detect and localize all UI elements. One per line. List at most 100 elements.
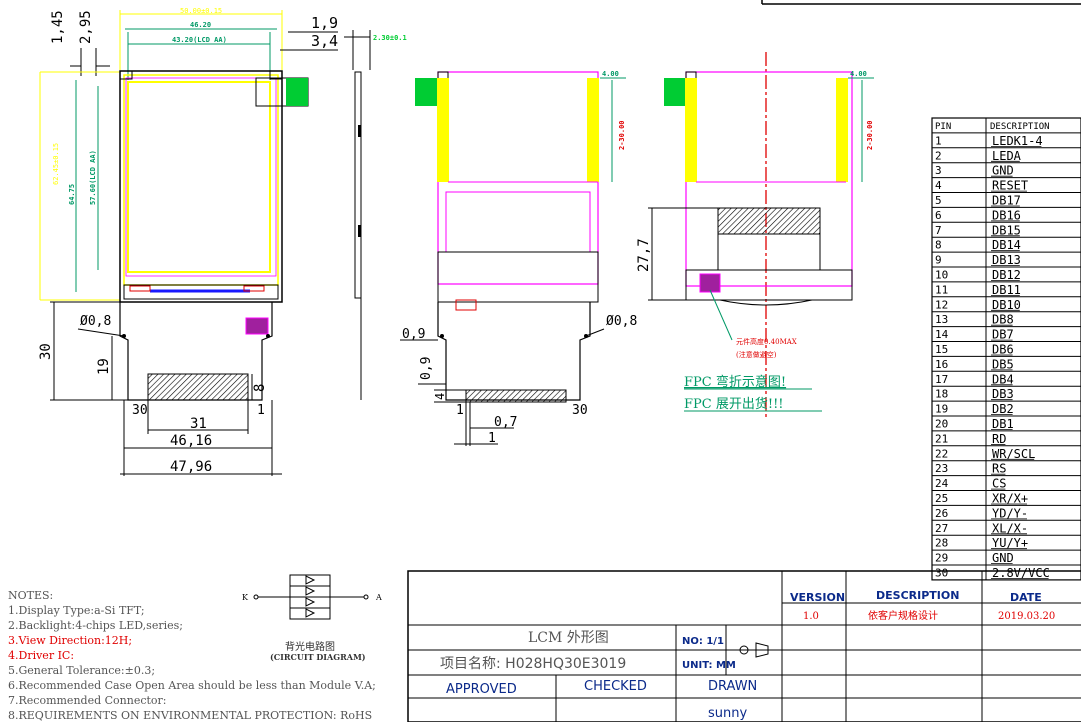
circuit-a: A — [375, 593, 382, 602]
dim-46: 46,16 — [170, 433, 212, 449]
green-tab — [286, 78, 308, 106]
dim-4-back: 4.00 — [602, 70, 619, 78]
pin-number: 1 — [935, 134, 942, 147]
glass-outline — [123, 74, 279, 286]
pin-number: 4 — [935, 179, 942, 192]
pin-description: DB13 — [992, 253, 1021, 267]
front-view: 1,45 2,95 50.00±0.15 46.20 43.20(LCD AA)… — [38, 7, 407, 476]
pin-number: 22 — [935, 447, 948, 460]
dim-27-7: 27,7 — [636, 238, 652, 272]
active-area — [127, 81, 271, 273]
dim-pitch-back: 2-30.00 — [618, 120, 626, 150]
dim-pitch-side: 2-30.00 — [866, 120, 874, 150]
pin-number: 10 — [935, 269, 948, 282]
drawing-name: LCM 外形图 — [528, 630, 609, 646]
fpc-contacts — [147, 373, 249, 401]
version-value: 1.0 — [803, 611, 819, 622]
dim-fpc-19: 19 — [96, 358, 112, 375]
pin-description: DB11 — [992, 283, 1021, 297]
dim-47: 47,96 — [170, 459, 212, 475]
pin-description: DB4 — [992, 372, 1014, 386]
pin-number: 2 — [935, 149, 942, 162]
pin-1-label: 1 — [257, 403, 265, 418]
pin-description: DB16 — [992, 208, 1021, 222]
pin-description: DB10 — [992, 298, 1021, 312]
dim-fpc-h: 30 — [38, 343, 54, 360]
pin-number: 7 — [935, 224, 942, 237]
note-1: 1.Display Type:a-Si TFT; — [8, 604, 145, 617]
dim-1-9: 1,9 — [311, 14, 338, 32]
dim-outline-w: 50.00±0.15 — [180, 7, 222, 15]
pin-number: 15 — [935, 343, 948, 356]
dim-1-45: 1,45 — [50, 10, 66, 44]
pin-number: 12 — [935, 298, 948, 311]
notes: NOTES: 1.Display Type:a-Si TFT; 2.Backli… — [8, 589, 376, 722]
pin-1-back: 1 — [456, 403, 464, 418]
pin-30-back: 30 — [572, 403, 588, 418]
pin-number: 21 — [935, 432, 948, 445]
pin-number: 14 — [935, 328, 949, 341]
pin-number: 23 — [935, 462, 948, 475]
fpc-contacts-back — [465, 389, 567, 403]
pin-description: DB14 — [992, 238, 1021, 252]
dim-4-fpc: 4 — [433, 393, 447, 400]
pin-number: 8 — [935, 239, 942, 252]
pin-description: YD/Y- — [992, 506, 1028, 520]
back-view: 4.00 2-30.00 Ø0,8 0,9 0,9 4 1 30 0,7 1 — [400, 70, 637, 446]
pin-description: DB15 — [992, 223, 1021, 237]
pin-description: YU/Y+ — [992, 536, 1028, 550]
led-icon — [305, 597, 316, 607]
led-icon — [305, 575, 316, 585]
note-5: 5.General Tolerance:±0.3; — [8, 664, 155, 677]
note-7: 7.Recommended Connector: — [8, 694, 167, 707]
pin-description: WR/SCL — [992, 447, 1035, 461]
pin-description: RESET — [992, 179, 1028, 193]
pin-description: DB6 — [992, 343, 1014, 357]
circuit-title-en: (CIRCUIT DIAGRAM) — [270, 652, 366, 662]
pin-description: GND — [992, 164, 1014, 178]
led-icon — [305, 608, 316, 618]
note-6: 6.Recommended Case Open Area should be l… — [8, 679, 376, 692]
note-3: 3.View Direction:12H; — [8, 634, 132, 647]
title-block — [407, 570, 1081, 722]
pin-number: 3 — [935, 164, 942, 177]
pin-description: 2.8V/VCC — [992, 566, 1050, 580]
circuit-k: K — [242, 593, 249, 602]
pin-number: 13 — [935, 313, 948, 326]
led-icon — [305, 586, 316, 596]
pin-number: 27 — [935, 522, 948, 535]
sheet-no: NO: 1/1 — [682, 636, 724, 647]
drawn-label: DRAWN — [708, 679, 757, 694]
pin-description: DB3 — [992, 387, 1014, 401]
description-value: 依客户规格设计 — [868, 609, 938, 622]
pin-number: 6 — [935, 209, 942, 222]
date-header: DATE — [1010, 591, 1042, 604]
yellow-strip-left — [437, 78, 449, 182]
dim-1-back: 1 — [488, 431, 496, 446]
note-avoid: (注意做避空) — [736, 350, 777, 359]
pin-description: DB7 — [992, 328, 1014, 342]
pin-description: CS — [992, 477, 1006, 491]
pin-number: 28 — [935, 537, 948, 550]
pin-number: 25 — [935, 492, 948, 505]
dim-outline-h: 62.45±0.15 — [52, 143, 60, 185]
pin-number: 9 — [935, 254, 942, 267]
note-8: 8.REQUIREMENTS ON ENVIRONMENTAL PROTECTI… — [8, 709, 372, 722]
description-header: DESCRIPTION — [876, 589, 959, 602]
dim-09-b: 0,9 — [419, 357, 434, 380]
pin-number: 19 — [935, 403, 948, 416]
side-view: 4.00 2-30.00 27,7 元件高度0.40MAX (注意做避空) FP… — [636, 52, 874, 420]
pin-description: XL/X- — [992, 521, 1028, 535]
notes-title: NOTES: — [8, 589, 53, 602]
fpc-ship-note: FPC 展开出货!!! — [684, 396, 784, 412]
yellow-strip-right — [587, 78, 599, 182]
dim-31: 31 — [190, 416, 207, 432]
pin-30-label: 30 — [132, 403, 148, 418]
date-value: 2019.03.20 — [998, 611, 1055, 622]
note-component-height: 元件高度0.40MAX — [736, 337, 797, 346]
title-block-text: VERSION DESCRIPTION DATE 1.0 依客户规格设计 201… — [440, 589, 1055, 721]
dim-2-95: 2,95 — [78, 10, 94, 44]
pin-number: 20 — [935, 418, 948, 431]
